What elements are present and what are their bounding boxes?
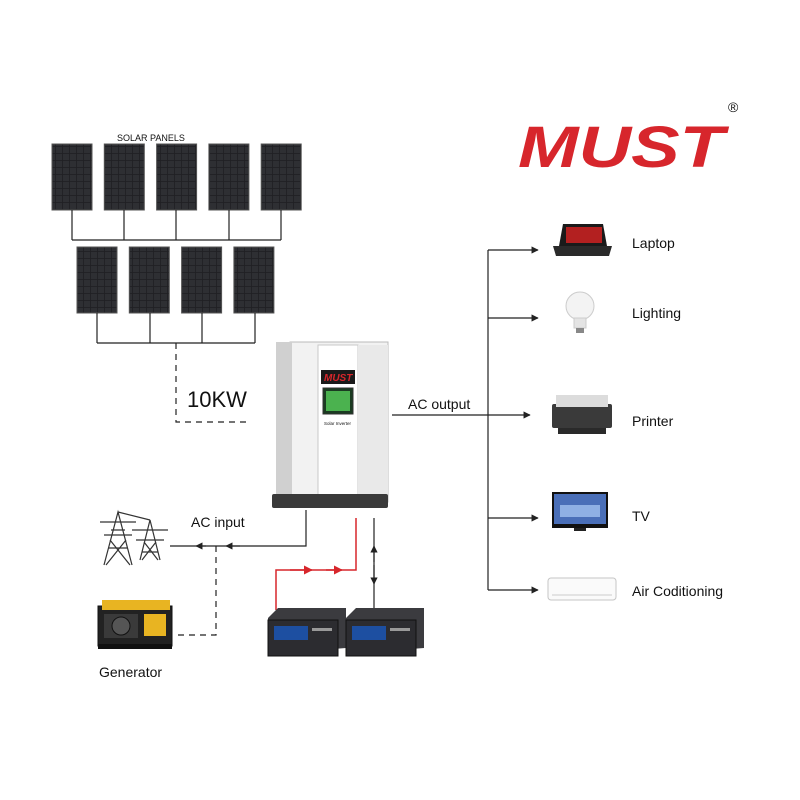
ac-output-bus — [392, 246, 539, 594]
solar-panel — [233, 246, 275, 314]
inverter-brand-text: MUST — [324, 373, 353, 384]
load-label-laptop: Laptop — [632, 235, 675, 251]
solar-panel — [51, 143, 93, 211]
ac-input-label: AC input — [191, 514, 245, 530]
solar-panel — [181, 246, 223, 314]
brand-logo: MUST ® — [518, 99, 739, 180]
load-label-tv: TV — [632, 508, 651, 524]
solar-panel — [260, 143, 302, 211]
registered-mark: ® — [728, 99, 739, 115]
brand-logo-text: MUST — [518, 115, 730, 180]
battery-pack-1 — [267, 608, 346, 657]
inverter-panel-text: Solar Inverter — [324, 421, 352, 426]
generator-line — [177, 546, 217, 636]
solar-inverter: MUST Solar Inverter — [272, 341, 389, 508]
pv-input-line — [175, 343, 248, 423]
ac-input-line — [170, 510, 307, 550]
solar-panel-array — [51, 143, 302, 314]
load-label-printer: Printer — [632, 413, 674, 429]
load-label-air-conditioning: Air Coditioning — [632, 583, 723, 599]
solar-panel — [103, 143, 145, 211]
air-conditioner-icon — [547, 577, 617, 601]
printer-icon — [552, 395, 612, 434]
light-bulb-icon — [565, 291, 595, 333]
laptop-icon — [553, 224, 612, 256]
generator-icon — [97, 600, 173, 649]
generator-label: Generator — [99, 664, 162, 680]
battery-charge-line — [275, 518, 357, 610]
solar-panels-title: SOLAR PANELS — [117, 133, 185, 143]
solar-panel — [76, 246, 118, 314]
load-label-lighting: Lighting — [632, 305, 681, 321]
solar-panel — [128, 246, 170, 314]
solar-panel — [208, 143, 250, 211]
ac-output-label: AC output — [408, 396, 470, 412]
inverter-logo-plate — [321, 370, 355, 384]
tv-icon — [552, 492, 608, 531]
power-rating-label: 10KW — [187, 387, 247, 412]
utility-grid-tower-icon — [100, 509, 168, 566]
solar-panel — [156, 143, 198, 211]
battery-pack-2 — [345, 608, 424, 657]
